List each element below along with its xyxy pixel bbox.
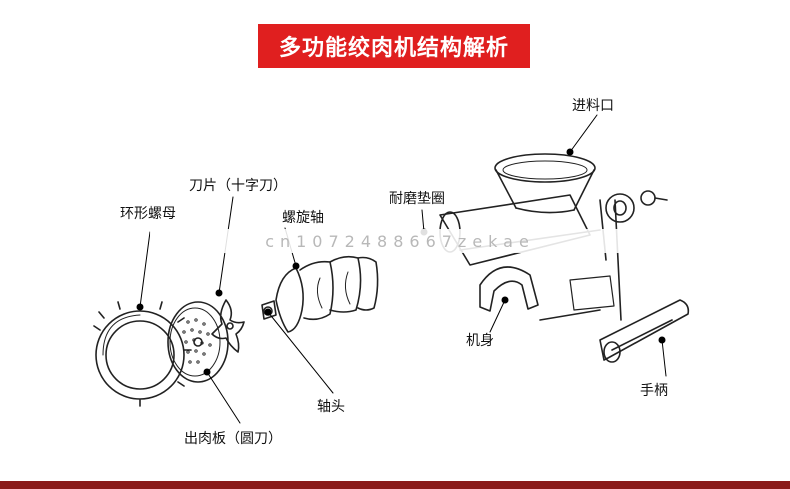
washer-part	[605, 193, 635, 223]
label-cutting-plate: 出肉板（圆刀）	[184, 431, 282, 447]
label-washer: 耐磨垫圈	[389, 191, 445, 207]
label-ring-nut: 环形螺母	[120, 206, 176, 222]
grinder-body-part	[439, 194, 622, 321]
label-shaft-head: 轴头	[317, 399, 345, 415]
label-hopper: 进料口	[572, 98, 614, 114]
cross-blade-part	[211, 299, 245, 353]
handle-part	[599, 190, 690, 363]
label-cross-blade: 刀片（十字刀）	[189, 178, 287, 194]
watermark-text: cn1072488667zekae	[150, 229, 650, 253]
bottom-border	[0, 481, 790, 489]
screw-shaft-part	[261, 255, 379, 333]
cutting-plate-part	[167, 301, 229, 383]
label-grinder-body: 机身	[466, 333, 494, 349]
label-screw-shaft: 螺旋轴	[282, 210, 324, 226]
hopper-part	[494, 153, 596, 214]
label-handle: 手柄	[640, 383, 668, 399]
ring-nut-part	[93, 301, 192, 407]
diagram-title: 多功能绞肉机结构解析	[258, 24, 530, 68]
